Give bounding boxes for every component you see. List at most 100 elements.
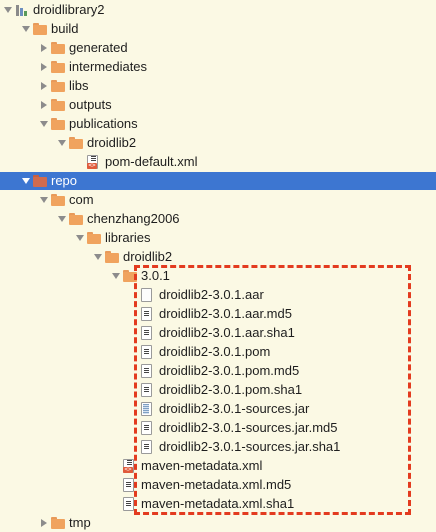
expand-arrow-right-icon[interactable] <box>39 100 49 110</box>
text-file-icon <box>141 440 152 454</box>
tree-row[interactable]: com <box>0 191 436 209</box>
tree-row[interactable]: droidlib2 <box>0 134 436 152</box>
tree-row-label: maven-metadata.xml <box>141 458 263 473</box>
tree-row-label: droidlib2-3.0.1-sources.jar <box>159 401 310 416</box>
text-file-icon <box>141 345 152 359</box>
expand-arrow-down-icon[interactable] <box>3 5 13 15</box>
tree-row[interactable]: droidlib2-3.0.1.pom.sha1 <box>0 381 436 399</box>
highlight-box <box>134 265 411 515</box>
tree-row[interactable]: chenzhang2006 <box>0 210 436 228</box>
tree-row-label: droidlib2 <box>123 249 173 264</box>
expand-arrow-down-icon[interactable] <box>21 176 31 186</box>
tree-row-label: outputs <box>69 97 112 112</box>
folder-icon <box>51 42 65 54</box>
tree-row[interactable]: droidlib2-3.0.1.aar <box>0 286 436 304</box>
tree-row[interactable]: libraries <box>0 229 436 247</box>
tree-row-label: repo <box>51 173 78 188</box>
plain-file-icon <box>141 288 152 302</box>
tree-row-label: droidlib2-3.0.1.aar.md5 <box>159 306 292 321</box>
tree-row[interactable]: 3.0.1 <box>0 267 436 285</box>
folder-icon <box>87 232 101 244</box>
tree-row[interactable]: droidlib2 <box>0 248 436 266</box>
tree-row[interactable]: droidlib2-3.0.1-sources.jar.md5 <box>0 419 436 437</box>
jar-file-icon <box>141 402 152 416</box>
folder-icon <box>51 194 65 206</box>
tree-row-label: droidlib2-3.0.1.aar <box>159 287 264 302</box>
tree-row[interactable]: tmp <box>0 514 436 532</box>
expand-arrow-right-icon[interactable] <box>39 43 49 53</box>
tree-row[interactable]: droidlib2-3.0.1-sources.jar <box>0 400 436 418</box>
text-file-icon <box>123 478 134 492</box>
expand-arrow-down-icon[interactable] <box>93 252 103 262</box>
folder-icon <box>51 517 65 529</box>
folder-icon <box>33 175 47 187</box>
expand-arrow-down-icon[interactable] <box>57 214 67 224</box>
expand-arrow-down-icon[interactable] <box>21 24 31 34</box>
text-file-icon <box>141 421 152 435</box>
folder-icon <box>51 61 65 73</box>
text-file-icon <box>141 307 152 321</box>
folder-icon <box>69 137 83 149</box>
tree-row-label: droidlib2-3.0.1-sources.jar.sha1 <box>159 439 341 454</box>
expand-arrow-down-icon[interactable] <box>111 271 121 281</box>
tree-row[interactable]: droidlib2-3.0.1.aar.sha1 <box>0 324 436 342</box>
expand-arrow-right-icon[interactable] <box>39 518 49 528</box>
text-file-icon <box>141 326 152 340</box>
tree-row[interactable]: maven-metadata.xml.sha1 <box>0 495 436 513</box>
folder-icon <box>123 270 137 282</box>
xml-file-icon: <> <box>87 155 98 169</box>
tree-row-label: libs <box>69 78 89 93</box>
tree-row-label: build <box>51 21 79 36</box>
tree-row[interactable]: build <box>0 20 436 38</box>
tree-row-label: droidlib2-3.0.1.aar.sha1 <box>159 325 295 340</box>
tree-row-label: maven-metadata.xml.md5 <box>141 477 292 492</box>
tree-row[interactable]: outputs <box>0 96 436 114</box>
expand-arrow-down-icon[interactable] <box>39 119 49 129</box>
folder-icon <box>105 251 119 263</box>
tree-row[interactable]: generated <box>0 39 436 57</box>
tree-row-label: droidlib2-3.0.1.pom.md5 <box>159 363 300 378</box>
tree-row-label: tmp <box>69 515 91 530</box>
tree-row-label: intermediates <box>69 59 148 74</box>
folder-icon <box>33 23 47 35</box>
tree-row[interactable]: droidlib2-3.0.1.pom.md5 <box>0 362 436 380</box>
text-file-icon <box>141 364 152 378</box>
tree-row[interactable]: repo <box>0 172 436 190</box>
tree-row[interactable]: intermediates <box>0 58 436 76</box>
folder-icon <box>51 118 65 130</box>
tree-row-label: maven-metadata.xml.sha1 <box>141 496 295 511</box>
tree-row-label: publications <box>69 116 138 131</box>
tree-row-label: pom-default.xml <box>105 154 198 169</box>
tree-row[interactable]: droidlib2-3.0.1.aar.md5 <box>0 305 436 323</box>
tree-row-label: 3.0.1 <box>141 268 170 283</box>
folder-icon <box>51 80 65 92</box>
tree-row-label: com <box>69 192 94 207</box>
tree-row-label: chenzhang2006 <box>87 211 180 226</box>
tree-row-label: droidlib2-3.0.1.pom <box>159 344 271 359</box>
tree-row[interactable]: publications <box>0 115 436 133</box>
tree-row-label: generated <box>69 40 128 55</box>
tree-row[interactable]: droidlib2-3.0.1.pom <box>0 343 436 361</box>
expand-arrow-right-icon[interactable] <box>39 62 49 72</box>
folder-icon <box>51 99 65 111</box>
tree-row-label: libraries <box>105 230 151 245</box>
tree-row[interactable]: <> pom-default.xml <box>0 153 436 171</box>
expand-arrow-right-icon[interactable] <box>39 81 49 91</box>
tree-row[interactable]: maven-metadata.xml.md5 <box>0 476 436 494</box>
tree-row-label: droidlib2 <box>87 135 137 150</box>
module-icon <box>15 3 29 17</box>
tree-row[interactable]: droidlibrary2 <box>0 1 436 19</box>
tree-row[interactable]: <>maven-metadata.xml <box>0 457 436 475</box>
tree-row[interactable]: droidlib2-3.0.1-sources.jar.sha1 <box>0 438 436 456</box>
tree-row-label: droidlib2-3.0.1.pom.sha1 <box>159 382 303 397</box>
tree-row-label: droidlib2-3.0.1-sources.jar.md5 <box>159 420 338 435</box>
tree-row-label: droidlibrary2 <box>33 2 105 17</box>
tree-row[interactable]: libs <box>0 77 436 95</box>
text-file-icon <box>123 497 134 511</box>
expand-arrow-down-icon[interactable] <box>75 233 85 243</box>
expand-arrow-down-icon[interactable] <box>39 195 49 205</box>
folder-icon <box>69 213 83 225</box>
text-file-icon <box>141 383 152 397</box>
expand-arrow-down-icon[interactable] <box>57 138 67 148</box>
